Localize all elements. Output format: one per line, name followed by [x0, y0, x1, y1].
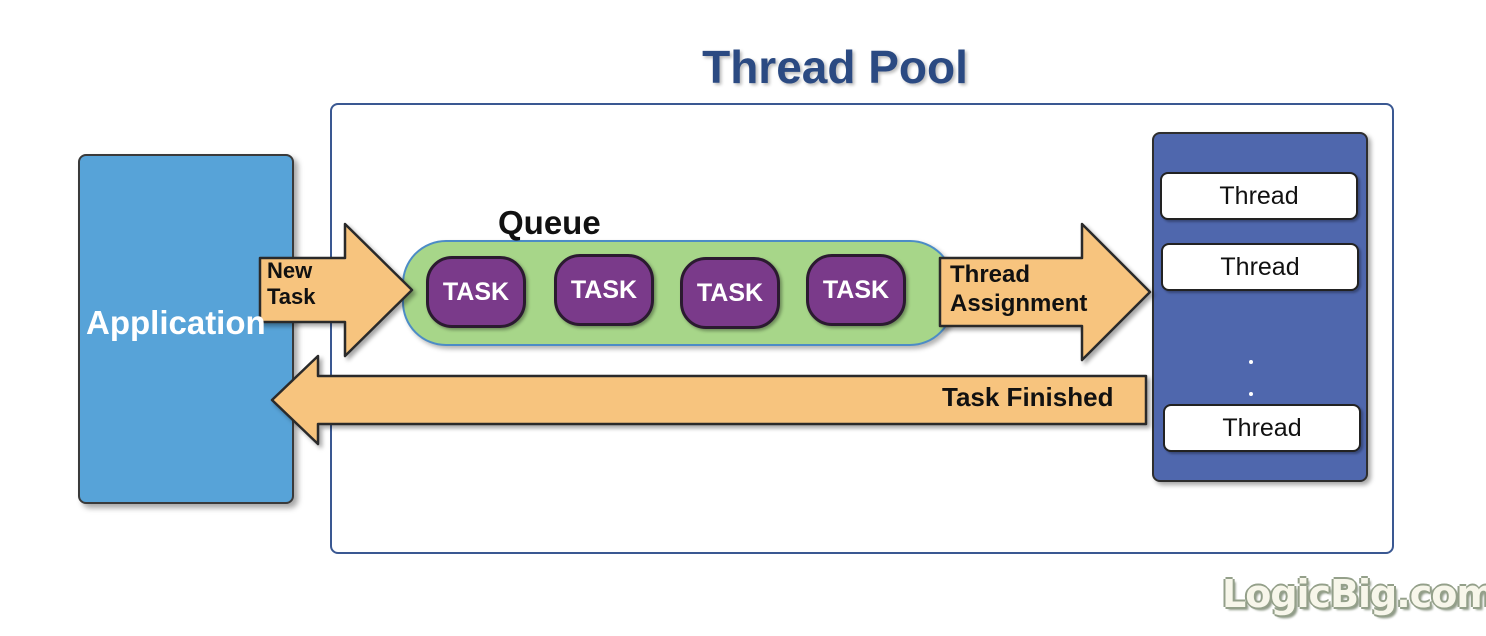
new-task-label: New Task [267, 258, 316, 311]
thread-assignment-label-line1: Thread [950, 261, 1031, 288]
ellipsis-dot [1249, 392, 1253, 396]
task-item: TASK [806, 254, 906, 326]
task-item: TASK [554, 254, 654, 326]
task-item: TASK [680, 257, 780, 329]
thread-item: Thread [1163, 404, 1361, 452]
diagram-title: Thread Pool [702, 41, 968, 93]
thread-assignment-label-line2: Assignment [950, 289, 1088, 317]
task-finished-label: Task Finished [942, 382, 1114, 412]
logicbig-watermark: LogicBig.com [1222, 572, 1486, 616]
application-box [78, 154, 294, 504]
thread-assignment-arrow [938, 222, 1152, 362]
ellipsis-dot [1249, 360, 1253, 364]
new-task-label-line2: Task [267, 284, 316, 310]
thread-assignment-label: Thread Assignment [950, 261, 1087, 319]
thread-item: Thread [1161, 243, 1359, 291]
thread-item: Thread [1160, 172, 1358, 220]
new-task-arrow [258, 222, 414, 358]
application-label: Application [86, 304, 266, 341]
queue-label: Queue [498, 204, 601, 241]
new-task-label-line1: New [267, 258, 313, 283]
task-finished-arrow [270, 354, 1148, 446]
task-item: TASK [426, 256, 526, 328]
